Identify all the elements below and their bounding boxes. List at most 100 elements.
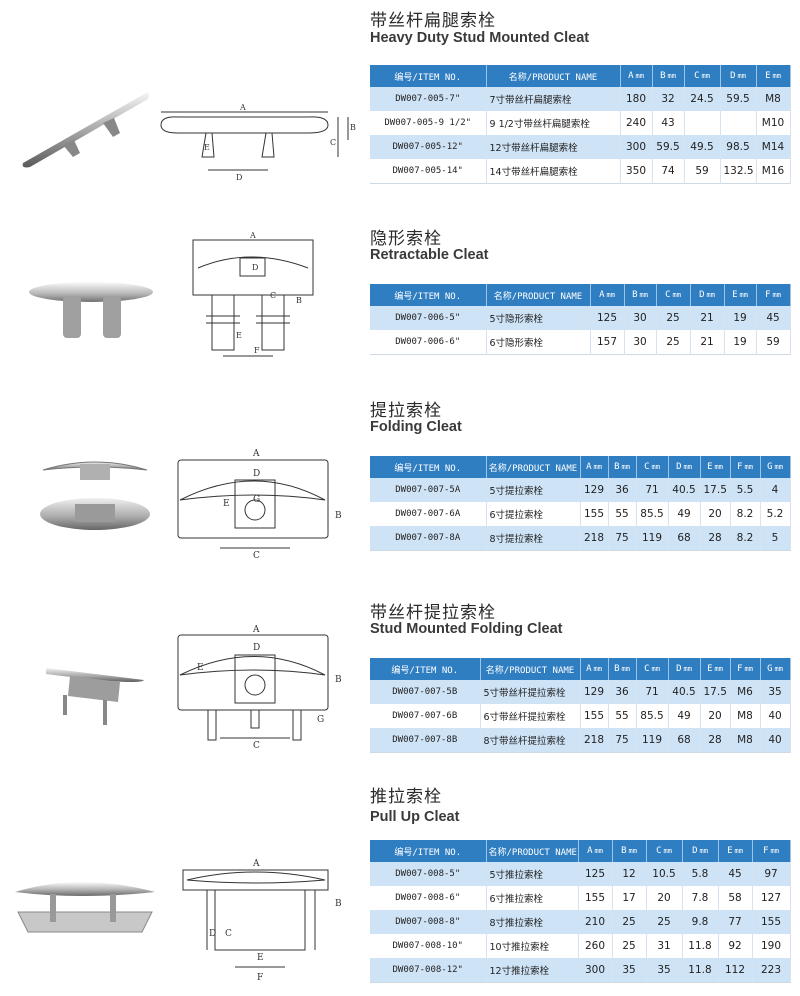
table-header-cell: 编号/ITEM NO. (370, 658, 481, 680)
table-cell: 119 (636, 728, 669, 753)
table-cell (684, 111, 721, 135)
header-item-no: 编号/ITEM NO. (370, 65, 487, 87)
dimension-label: D (252, 263, 258, 272)
table-cell: 36 (608, 680, 637, 704)
table-cell: 132.5 (720, 159, 757, 184)
dimension-label: F (254, 346, 260, 355)
dimension-label: E (197, 663, 204, 673)
table-cell: 68 (668, 728, 701, 753)
table-cell: 19 (724, 306, 757, 330)
table-cell: 25 (612, 934, 647, 958)
table-cell: 155 (578, 886, 613, 910)
table-cell: M8 (730, 728, 761, 753)
table-cell: 7寸带丝杆扁腿索栓 (486, 87, 621, 111)
section-title-zh: 带丝杆提拉索栓 (370, 603, 496, 623)
table-cell: 7.8 (682, 886, 719, 910)
section-title-zh: 推拉索栓 (370, 787, 442, 807)
table-cell: DW007-007-6B (370, 704, 481, 728)
dimension-label: B (335, 511, 342, 521)
table-cell: 5.2 (760, 502, 791, 526)
table-cell: 218 (580, 526, 609, 551)
dimension-label: F (257, 973, 263, 983)
table-cell: 36 (608, 478, 637, 502)
table-cell: 21 (690, 330, 725, 355)
section-title-en: Folding Cleat (370, 419, 462, 435)
table-cell: 45 (756, 306, 791, 330)
table-cell: 49 (668, 502, 701, 526)
table-header-cell: 编号/ITEM NO. (370, 840, 487, 862)
table-cell: DW007-007-8B (370, 728, 481, 753)
table-cell: 14寸带丝杆扁腿索栓 (486, 159, 621, 184)
cleat-photo (46, 668, 144, 725)
table-cell: 75 (608, 728, 637, 753)
dim-label-b: B (350, 123, 356, 132)
table-cell: 30 (624, 330, 657, 355)
table-cell: DW007-008-12" (370, 958, 487, 983)
table-cell: 4 (760, 478, 791, 502)
table-cell: 112 (718, 958, 753, 983)
table-cell: 68 (668, 526, 701, 551)
table-cell: M16 (756, 159, 791, 184)
table-cell: 49 (668, 704, 701, 728)
table-header-cell: 名称/PRODUCT NAME (486, 456, 581, 478)
table-cell: 59 (756, 330, 791, 355)
table-cell: 75 (608, 526, 637, 551)
dimension-label: A (249, 231, 256, 240)
table-cell: 157 (590, 330, 625, 355)
table-cell: 59.5 (652, 135, 685, 159)
table-cell: 6寸提拉索栓 (486, 502, 581, 526)
table-cell: 218 (580, 728, 609, 753)
table-cell: 71 (636, 680, 669, 704)
table-cell: 5寸提拉索栓 (486, 478, 581, 502)
table-cell: 5寸带丝杆提拉索栓 (480, 680, 581, 704)
table-header-cell: 名称/PRODUCT NAME (480, 658, 581, 680)
technical-drawing: A B C D E F (192, 231, 314, 357)
table-cell: 11.8 (682, 934, 719, 958)
table-cell: M6 (730, 680, 761, 704)
table-cell: 35 (646, 958, 683, 983)
table-cell: DW007-008-5" (370, 862, 487, 886)
table-cell: 40.5 (668, 680, 701, 704)
table-cell: 21 (690, 306, 725, 330)
table-cell: 20 (646, 886, 683, 910)
dimension-label: C (270, 291, 276, 300)
table-cell: M10 (756, 111, 791, 135)
dimension-label: D (253, 469, 260, 479)
table-cell: 127 (752, 886, 791, 910)
table-cell: 10.5 (646, 862, 683, 886)
technical-drawing: A B C D E F (182, 859, 342, 983)
table-cell: 49.5 (684, 135, 721, 159)
table-cell: DW007-005-14" (370, 159, 487, 184)
section-title-en: Stud Mounted Folding Cleat (370, 621, 563, 637)
dimension-label: E (236, 331, 242, 340)
table-cell: M14 (756, 135, 791, 159)
table-cell: 58 (718, 886, 753, 910)
dimension-label: E (223, 499, 230, 509)
table-cell: 9 1/2寸带丝杆扁腿索栓 (486, 111, 621, 135)
table-cell: 45 (718, 862, 753, 886)
table-cell: 20 (700, 502, 731, 526)
